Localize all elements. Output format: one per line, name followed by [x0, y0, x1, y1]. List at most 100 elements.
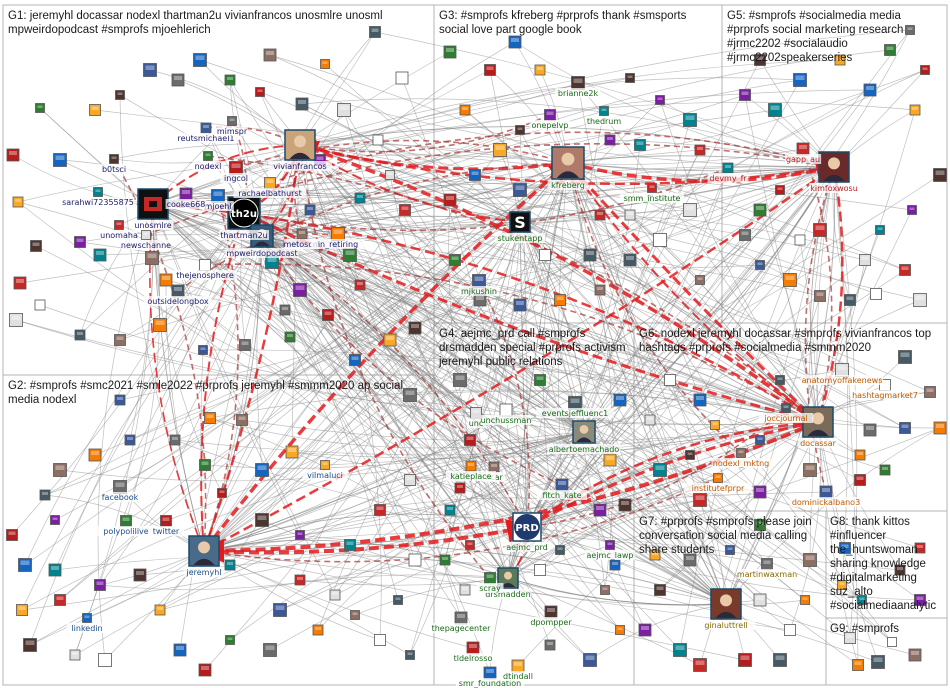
nodes [6, 25, 947, 680]
node [649, 549, 661, 561]
edge [152, 59, 841, 205]
svg-text:ginaluttrell: ginaluttrell [704, 621, 747, 630]
node [793, 73, 807, 87]
node [93, 248, 107, 262]
node-label-unchussman: unchussman [481, 415, 531, 425]
node [236, 414, 248, 426]
svg-text:brianne2k: brianne2k [558, 89, 599, 98]
node [115, 90, 125, 100]
node [638, 623, 652, 637]
edge-strong [296, 140, 820, 424]
node [217, 488, 227, 498]
edge [229, 79, 528, 528]
node [534, 374, 546, 386]
edge [152, 203, 601, 511]
edge [299, 221, 521, 581]
node [465, 540, 475, 550]
node [571, 76, 585, 90]
node [179, 187, 193, 201]
hub-label-stukentapp: stukentapp [495, 233, 545, 243]
hub-label-drsmadden: drsmadden [485, 589, 531, 599]
edge [567, 148, 804, 165]
hub-label-kimfoxwosu: kimfoxwosu [809, 183, 859, 193]
node [634, 139, 646, 151]
node [34, 299, 46, 311]
edge [567, 162, 614, 591]
edge [21, 431, 585, 611]
node [171, 73, 185, 87]
node [879, 464, 891, 476]
node-label-dominickalbano3: dominickalbano3 [789, 497, 863, 507]
node [618, 498, 632, 512]
node [710, 420, 720, 430]
node [613, 393, 627, 407]
hub-node-ginaluttrell [710, 588, 742, 620]
svg-text:institutefprpr: institutefprpr [692, 484, 745, 493]
node [609, 559, 621, 571]
node-label-thejenosphere: thejenosphere [173, 270, 237, 280]
svg-text:joccjournal: joccjournal [763, 414, 807, 423]
node [331, 227, 345, 241]
edge [269, 54, 521, 223]
edge [12, 154, 154, 205]
node [74, 329, 86, 341]
group-label-g7: G7: #prprofs #smprofs please join conver… [639, 516, 812, 556]
edge-hub [567, 162, 727, 605]
svg-text:jeremyhl: jeremyhl [186, 568, 222, 577]
edge [203, 174, 941, 552]
node [98, 653, 112, 667]
node [796, 142, 810, 156]
edge [129, 166, 835, 441]
edge [261, 235, 651, 421]
hub-label-aejmc_prd: aejmc_prd [504, 542, 550, 552]
edge [203, 149, 501, 552]
edge [152, 203, 621, 631]
node [466, 641, 480, 655]
node-label-nodexl: nodexl [192, 161, 224, 171]
node [284, 331, 296, 343]
edge [299, 77, 801, 146]
edge [243, 212, 606, 591]
node [775, 375, 785, 385]
edge [507, 299, 921, 579]
edge [152, 29, 911, 205]
node-label-reutsmichael1: reutsmichael1 [174, 133, 238, 143]
node [653, 463, 667, 477]
node [544, 109, 556, 121]
svg-text:twitter: twitter [153, 527, 180, 536]
node [835, 363, 849, 377]
node [484, 64, 496, 76]
node [863, 83, 877, 97]
node-label-sarahwi72355875: sarahwi72355875 [61, 197, 135, 207]
edge [269, 526, 528, 651]
node [683, 203, 697, 217]
node [693, 393, 707, 407]
hub-label-ginaluttrell: ginaluttrell [696, 620, 756, 630]
node-label-mimspr: mimspr [216, 126, 248, 136]
node [755, 260, 765, 270]
svg-text:fitch_kate: fitch_kate [542, 491, 581, 500]
node [443, 193, 457, 207]
node [870, 288, 882, 300]
hub-label-thartman2u: thartman2u [219, 230, 269, 240]
node [224, 74, 236, 86]
edge [221, 235, 263, 494]
node [354, 192, 366, 204]
edge [319, 159, 528, 528]
node [114, 220, 124, 230]
node [655, 95, 665, 105]
svg-text:mjkushin: mjkushin [461, 287, 497, 296]
edge-hub [261, 235, 727, 605]
node-label-polypolilive: polypolilive [96, 526, 156, 536]
edge [301, 98, 835, 168]
svg-text:stukentapp: stukentapp [498, 234, 543, 243]
node [813, 223, 827, 237]
node-label-aejmc_lawp: aejmc_lawp [585, 550, 635, 560]
edge [177, 290, 585, 433]
edge [231, 120, 521, 223]
node-label-newschanne: newschanne [121, 240, 171, 250]
node [594, 209, 606, 221]
node [694, 144, 706, 156]
edge [152, 203, 552, 613]
